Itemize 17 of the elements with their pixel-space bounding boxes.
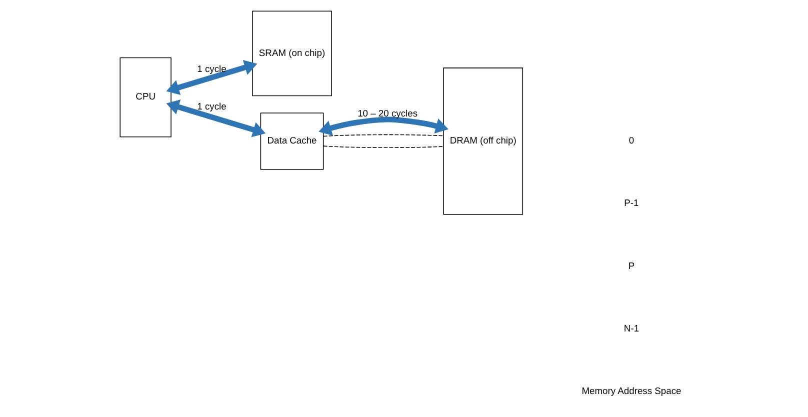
node-box: SRAM (on chip) bbox=[252, 10, 332, 96]
node-box: Data Cache bbox=[260, 112, 324, 170]
edge-label: 1 cycle bbox=[197, 100, 226, 112]
node-box: CPU bbox=[120, 57, 172, 138]
label: P bbox=[628, 260, 635, 271]
label: Memory Address Space bbox=[582, 385, 682, 396]
edge-label: 1 cycle bbox=[197, 62, 226, 74]
arrow bbox=[166, 60, 258, 96]
connector bbox=[323, 146, 444, 148]
arrow bbox=[318, 116, 448, 136]
connector bbox=[323, 134, 444, 137]
label: 0 bbox=[628, 134, 634, 146]
arrow bbox=[166, 100, 266, 138]
edge-label: 10 – 20 cycles bbox=[358, 108, 418, 119]
node-box: DRAM (off chip) bbox=[443, 68, 524, 215]
label: N-1 bbox=[624, 322, 640, 334]
label: P-1 bbox=[624, 197, 639, 208]
